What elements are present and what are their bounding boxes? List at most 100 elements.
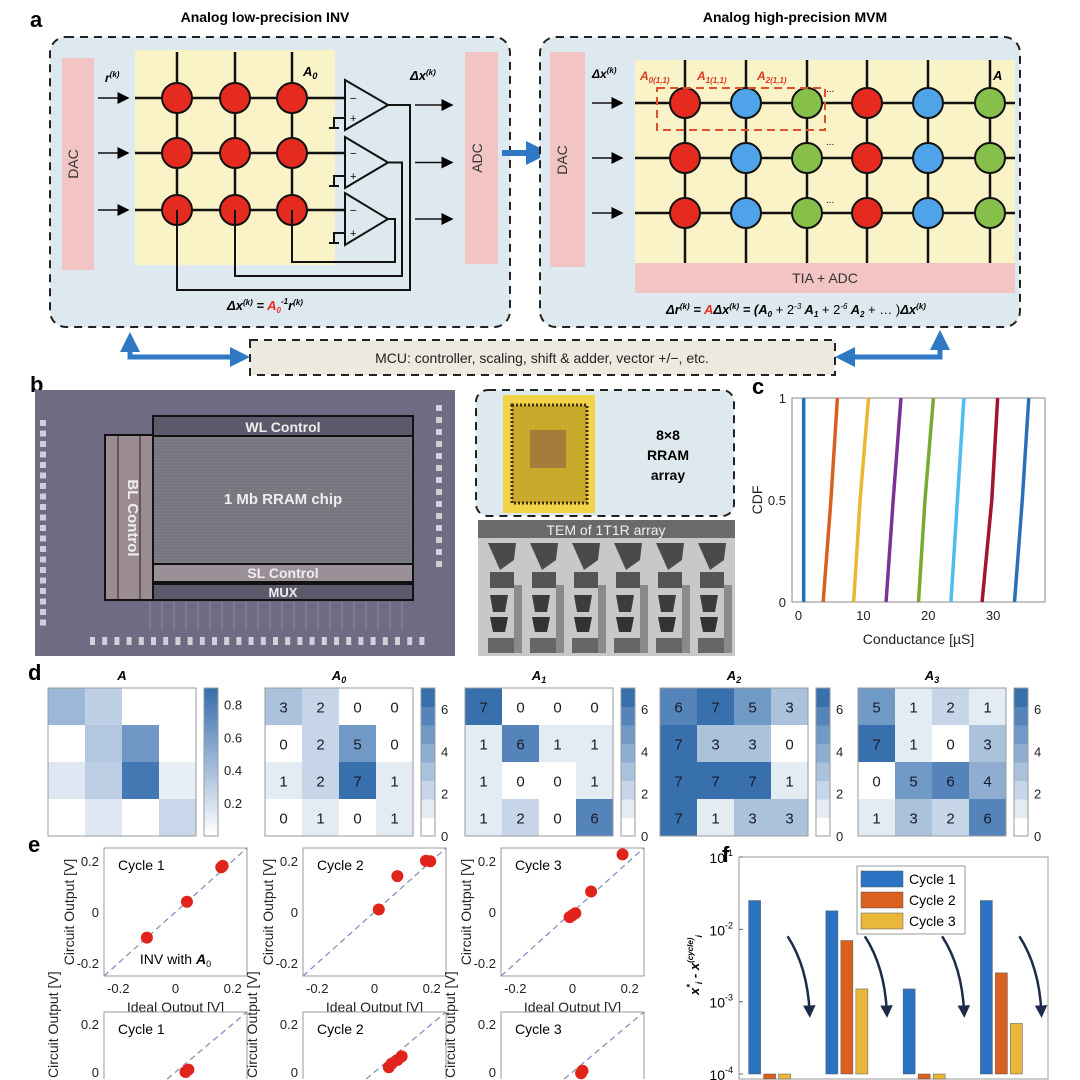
- cell-value: 0: [785, 737, 793, 754]
- colorbar-step: [204, 739, 218, 744]
- colorbar-step: [204, 806, 218, 811]
- colorbar-tick: 2: [836, 787, 843, 802]
- cell-value: 1: [785, 774, 793, 791]
- ellipsis-3: ...: [826, 195, 834, 206]
- colorbar-step: [1014, 688, 1028, 707]
- heatmap-cell: [697, 762, 735, 800]
- op-amp: [344, 78, 390, 132]
- mcu-left-up-arrow: [120, 332, 148, 360]
- heatmap-cell: [502, 762, 540, 800]
- tem-gate: [556, 585, 564, 653]
- plot-title: Cycle 3: [515, 1021, 562, 1037]
- colorbar-step: [816, 688, 830, 707]
- heatmap-frame: [659, 687, 809, 837]
- inv-annotation: INV with A0: [140, 951, 211, 969]
- tem-contact: [614, 638, 640, 653]
- bond-pad: [260, 637, 266, 645]
- tem-plug: [490, 595, 508, 612]
- y-tick-label: 10-1: [709, 848, 733, 866]
- mvm-dx-label: Δx(k): [591, 66, 617, 81]
- bar-cycle-2: [917, 1073, 931, 1080]
- heatmap-cell: [734, 688, 772, 726]
- rram-cell: [730, 87, 762, 119]
- bond-pad: [151, 637, 156, 645]
- bond-pad: [248, 637, 254, 645]
- colorbar-step: [1014, 799, 1028, 818]
- y-tick-label: 0: [291, 905, 298, 920]
- feedback-line: [176, 104, 411, 291]
- a0-label: A0: [302, 64, 317, 81]
- colorbar-step: [204, 791, 218, 796]
- colorbar-step: [421, 725, 435, 744]
- colorbar-step: [204, 702, 218, 707]
- y-tick-label: 0.2: [280, 854, 298, 869]
- cdf-line-state-8: [1012, 397, 1031, 603]
- inv-crossbar: −+−+−+: [98, 52, 454, 291]
- panel-label-e: e: [28, 832, 40, 857]
- colorbar-step: [816, 706, 830, 726]
- colorbar-step: [621, 743, 635, 763]
- data-point: [569, 907, 582, 920]
- cell-value: 6: [674, 700, 682, 717]
- bond-pad: [436, 525, 442, 531]
- decrease-arrow: [941, 935, 971, 1018]
- heatmap-cell: [465, 725, 503, 763]
- heatmap-cell: [159, 688, 197, 726]
- bond-pad: [40, 430, 46, 437]
- colorbar-step: [204, 717, 218, 722]
- plus-sign: +: [350, 171, 356, 183]
- rram-cell: [276, 137, 308, 169]
- cell-value: 3: [279, 700, 287, 717]
- heatmap-cell: [265, 799, 303, 837]
- y-tick-label: 0: [489, 905, 496, 920]
- cell-value: 2: [316, 774, 324, 791]
- rram-cell: [730, 197, 762, 229]
- bond-pad: [224, 637, 230, 645]
- panel-label-d: d: [28, 660, 41, 685]
- heatmap-cell: [502, 688, 540, 726]
- heatmap-cell: [858, 688, 896, 726]
- data-point: [216, 859, 229, 872]
- heatmap-title: A0: [331, 668, 346, 685]
- dac-block: [62, 58, 94, 270]
- colorbar-tick: 4: [1034, 744, 1041, 759]
- colorbar: [203, 687, 219, 837]
- heatmap-cell: [539, 688, 577, 726]
- bond-pad: [346, 637, 352, 645]
- tia-adc-label: TIA + ADC: [792, 270, 858, 286]
- heatmap-cell: [302, 725, 340, 763]
- bar-cycle-2: [763, 1073, 776, 1080]
- bond-pad: [187, 637, 193, 645]
- cell-value: 7: [748, 774, 756, 791]
- bond-pad: [285, 637, 291, 645]
- cell-value: 0: [553, 811, 561, 828]
- colorbar-tick: 4: [441, 744, 448, 759]
- colorbar-step: [816, 743, 830, 763]
- adc-block: [465, 52, 498, 264]
- bar-cycle-3: [778, 1073, 791, 1080]
- cdf-line-state-5: [916, 397, 936, 603]
- plot-frame: [103, 1011, 248, 1079]
- x-axis-label: Ideal Output [V]: [326, 999, 423, 1015]
- heatmap-cell: [895, 799, 933, 837]
- bond-pad: [436, 489, 442, 495]
- bond-pad: [114, 637, 120, 645]
- heatmap-cell: [465, 762, 503, 800]
- heatmap-cell: [576, 725, 614, 763]
- bond-pad: [40, 441, 46, 447]
- rram-cell: [669, 142, 701, 174]
- colorbar-step: [204, 817, 218, 822]
- tem-plug: [574, 617, 592, 632]
- tem-plug: [532, 595, 550, 612]
- colorbar: [620, 687, 636, 837]
- tem-plug: [616, 595, 634, 612]
- x-tick-label: -0.2: [107, 981, 129, 996]
- cell-value: 7: [674, 737, 682, 754]
- colorbar-step: [204, 773, 218, 778]
- bond-pad: [40, 420, 46, 426]
- x-tick-label: 0: [172, 981, 179, 996]
- bond-pad: [436, 441, 442, 447]
